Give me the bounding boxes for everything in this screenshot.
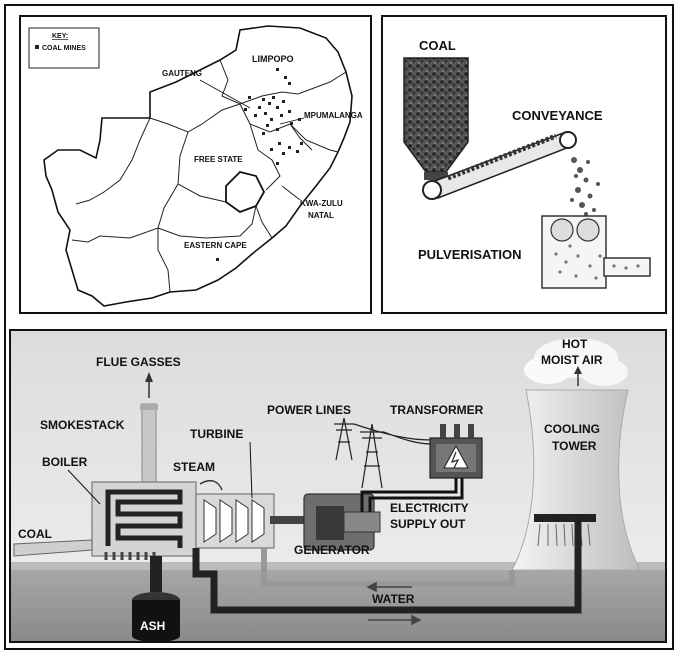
label-boiler: BOILER xyxy=(42,455,88,469)
label-water: WATER xyxy=(372,592,415,606)
hopper-outlet xyxy=(424,172,448,180)
boiler-leader-line xyxy=(67,469,101,505)
label-transformer: TRANSFORMER xyxy=(390,403,484,417)
label-kwazulu-1: KWA-ZULU xyxy=(300,199,343,208)
label-kwazulu-2: NATAL xyxy=(308,211,334,220)
label-gauteng: GAUTENG xyxy=(162,69,202,78)
label-moist-air: MOIST AIR xyxy=(541,353,603,367)
label-turbine: TURBINE xyxy=(190,427,243,441)
label-mpumalanga: MPUMALANGA xyxy=(304,111,363,120)
key-box: KEY: COAL MINES xyxy=(28,27,100,69)
ground-edge xyxy=(11,562,665,570)
power-plant-panel: HOT MOIST AIR COOLING TOWER FLUE GASSES … xyxy=(9,329,667,643)
label-pulverisation: PULVERISATION xyxy=(418,247,522,262)
label-steam: STEAM xyxy=(173,460,215,474)
label-cooling: COOLING xyxy=(544,422,600,436)
conveyor-belt xyxy=(422,131,577,200)
label-tower: TOWER xyxy=(552,439,597,453)
label-generator: GENERATOR xyxy=(294,543,370,557)
label-ash: ASH xyxy=(140,619,165,633)
turbine xyxy=(195,493,316,549)
transformer xyxy=(429,424,483,479)
coal-mine-dots xyxy=(216,68,303,261)
hot-air-arrowhead xyxy=(574,366,582,374)
label-coal-top: COAL xyxy=(419,38,456,53)
falling-coal xyxy=(570,157,600,216)
coal-hopper xyxy=(403,57,469,173)
ground xyxy=(11,568,665,641)
label-flue-gasses: FLUE GASSES xyxy=(96,355,181,369)
pulveriser xyxy=(541,215,651,289)
province-borders xyxy=(71,59,347,293)
lesotho-outline xyxy=(225,171,266,214)
label-electricity: ELECTRICITY xyxy=(390,501,469,515)
turbine-leader-line xyxy=(249,441,253,499)
coal-feed-pipe xyxy=(13,539,93,557)
label-free-state: FREE STATE xyxy=(194,155,243,164)
label-power-lines: POWER LINES xyxy=(267,403,351,417)
smokestack xyxy=(140,403,158,485)
coal-mine-marker-icon xyxy=(35,45,39,49)
label-hot: HOT xyxy=(562,337,588,351)
label-conveyance: CONVEYANCE xyxy=(512,108,603,123)
flue-arrowhead xyxy=(145,372,153,382)
steam-arrow xyxy=(199,479,223,491)
label-supply-out: SUPPLY OUT xyxy=(390,517,466,531)
kwazulu-leader-line xyxy=(281,185,301,201)
water-flow-arrows xyxy=(366,581,422,626)
key-item-coal-mines: COAL MINES xyxy=(42,45,86,52)
water-loop xyxy=(192,520,582,614)
power-pylons xyxy=(334,417,433,489)
label-limpopo: LIMPOPO xyxy=(252,54,294,64)
coal-process-panel: COAL CONVEYANCE xyxy=(381,15,667,314)
key-title: KEY: xyxy=(52,33,68,40)
label-coal-feed: COAL xyxy=(18,527,52,541)
map-panel: KEY: COAL MINES xyxy=(19,15,372,314)
electricity-cables xyxy=(360,478,464,512)
gauteng-leader-line xyxy=(199,79,251,109)
label-smokestack: SMOKESTACK xyxy=(40,418,125,432)
boiler xyxy=(91,481,197,560)
ash-bin xyxy=(132,556,180,642)
mpumalanga-leader-line xyxy=(279,117,305,125)
outer-frame xyxy=(4,4,674,650)
cooling-tower xyxy=(511,338,641,571)
label-eastern-cape: EASTERN CAPE xyxy=(184,241,247,250)
